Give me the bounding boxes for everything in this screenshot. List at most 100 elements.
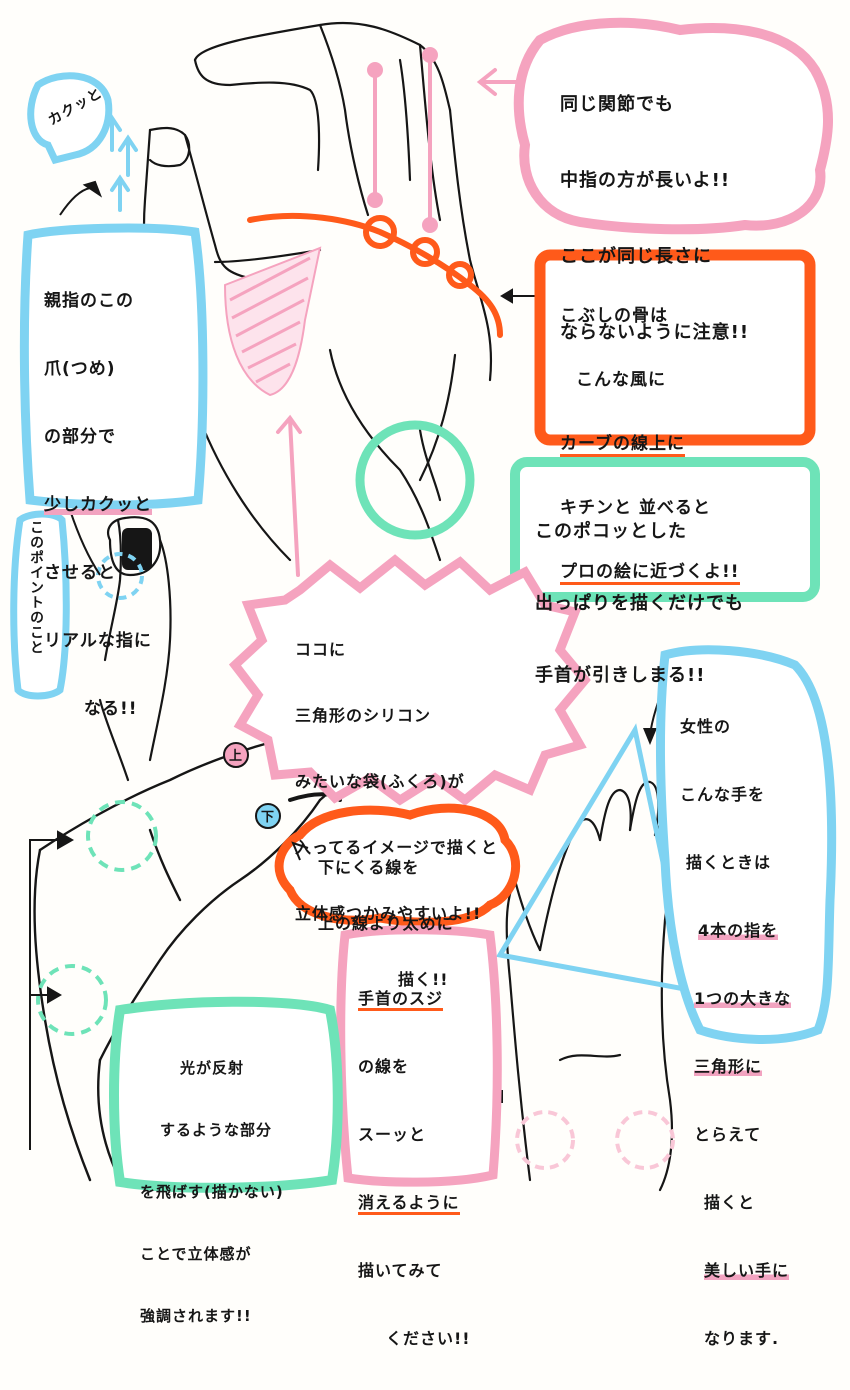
- reflection-box: [109, 996, 343, 1193]
- middle-finger-cloud: [513, 17, 833, 235]
- knuckle-line-2: こんな風に: [576, 370, 666, 390]
- knuckle-line-5: プロの絵に近づくよ!!: [560, 556, 740, 588]
- thumb-nail-line-1: 親指のこの: [44, 291, 134, 311]
- marker-lower-text: 下: [261, 810, 276, 825]
- female-hand-highlight-2: 1つの大きな: [694, 989, 792, 1008]
- kakutto-pointer: [82, 180, 103, 198]
- thumb-nail-highlight: 少しカクッと: [44, 495, 152, 515]
- silicone-arrow: [276, 414, 302, 577]
- middle-finger-note: 同じ関節でも 中指の方が長いよ!! ここが同じ長さに ならないように注意!!: [560, 48, 749, 390]
- knuckle-line-4: キチンと 並べると: [560, 498, 711, 518]
- female-hand-line-1: 女性の: [680, 717, 732, 736]
- thumb-nail-note: 親指のこの 爪(つめ) の部分で 少しカクッと させると リアルな指に なる!!: [44, 250, 152, 760]
- wrist-tendon-highlight-2: 消えるように: [358, 1193, 460, 1215]
- silicone-line-1: ココに: [295, 640, 347, 659]
- female-hand-line-8: 描くと: [704, 1193, 756, 1212]
- kakutto-bubble: [27, 72, 113, 165]
- tendon-circle-left: [515, 1110, 575, 1170]
- marker-lower: [255, 803, 281, 829]
- reflection-line-4: ことで立体感が: [140, 1245, 252, 1263]
- silicone-triangle-hatch: [223, 246, 322, 397]
- reflection-line-2: するような部分: [160, 1121, 273, 1139]
- female-hand-highlight-4: 美しい手に: [704, 1261, 790, 1280]
- knuckle-highlight-1: カーブの線上に: [560, 434, 685, 457]
- female-hand-highlight-1: 4本の指を: [698, 921, 779, 940]
- tendon-circle-right: [615, 1110, 675, 1170]
- female-hand-line-10: なります.: [704, 1329, 780, 1348]
- female-hand-line-3: 描くときは: [686, 853, 772, 872]
- female-hand-highlight-3: 三角形に: [694, 1057, 763, 1076]
- reflection-circle-upper: [86, 800, 158, 872]
- thumb-nail-line-7: なる!!: [84, 699, 138, 719]
- female-hand-line-2: こんな手を: [680, 785, 766, 804]
- wrist-tendon-highlight-1: 手首のスジ: [358, 989, 444, 1011]
- knuckle-line-3: カーブの線上に: [560, 428, 740, 460]
- female-hand-box: [655, 645, 837, 1044]
- reflection-line-3: を飛ばす(描かない): [140, 1183, 284, 1201]
- wrist-tendon-line-4: 消えるように: [358, 1186, 471, 1220]
- reflection-brackets: [29, 830, 75, 1150]
- wrist-bump-circle: [355, 420, 475, 540]
- this-point-box: [10, 510, 70, 700]
- silicone-line-4: 入ってるイメージで描くと: [295, 838, 498, 857]
- thumb-nail-line-3: の部分で: [44, 427, 116, 447]
- marker-upper-text: 上: [229, 749, 244, 764]
- lower-line-line-1: 下にくる線を: [318, 858, 420, 877]
- wrist-tendon-line-5: 描いてみて: [358, 1261, 443, 1280]
- wrist-bump-line-3: 手首が引きしまる!!: [535, 665, 706, 686]
- wrist-tendon-line-6: ください!!: [386, 1329, 471, 1348]
- lower-line-arrow: [291, 841, 309, 861]
- wrist-tendon-line-1: 手首のスジ: [358, 982, 471, 1016]
- middle-finger-line-3: ここが同じ長さに: [560, 246, 712, 267]
- lower-line-cloud: [274, 803, 521, 927]
- wrist-bump-box: [510, 457, 820, 602]
- thumb-nail-line-5: させると: [44, 563, 116, 583]
- middle-finger-line-1: 同じ関節でも: [560, 94, 674, 115]
- silicone-line-5: 立体感つかみやすいよ!!: [295, 904, 482, 923]
- thumb-closeup-drawing: [98, 516, 172, 782]
- silicone-bubble: [228, 554, 591, 806]
- lower-line-line-2: 上の線より太めに: [318, 914, 454, 933]
- knuckle-line-1: こぶしの骨は: [560, 306, 668, 326]
- female-hand-drawing: [505, 780, 678, 1192]
- marker-upper: [223, 742, 249, 768]
- wrist-bump-line-1: このポコッとした: [535, 521, 687, 542]
- wrist-tendon-line-2: の線を: [358, 1057, 410, 1076]
- reflection-line-5: 強調されます!!: [140, 1307, 252, 1325]
- silicone-line-3: みたいな袋(ふくろ)が: [295, 772, 465, 791]
- reflection-note: 光が反射 するような部分 を飛ばす(描かない) ことで立体感が 強調されます!!: [140, 1022, 284, 1363]
- thumb-point-circle: [96, 552, 144, 600]
- silicone-line-2: 三角形のシリコン: [295, 706, 432, 725]
- knuckle-box: [534, 249, 816, 446]
- female-hand-line-7: とらえて: [694, 1125, 762, 1144]
- wrist-tendon-note: 手首のスジ の線を スーッと 消えるように 描いてみて ください!!: [358, 948, 471, 1390]
- silicone-note: ココに 三角形のシリコン みたいな袋(ふくろ)が 入ってるイメージで描くと 立体…: [295, 600, 498, 963]
- upper-hand-drawing: [142, 21, 493, 562]
- wrist-tendon-line-3: スーッと: [358, 1125, 427, 1144]
- female-hand-line-5: 1つの大きな: [680, 982, 792, 1016]
- thumb-nail-line-2: 爪(つめ): [44, 359, 116, 379]
- female-hand-line-4: 4本の指を: [680, 914, 791, 948]
- middle-finger-line-2: 中指の方が長いよ!!: [560, 170, 731, 191]
- thumb-nail-line-4: 少しカクッと: [44, 488, 152, 522]
- reflection-line-1: 光が反射: [180, 1059, 245, 1077]
- lower-line-note: 下にくる線を 上の線より太めに 描く!!: [318, 826, 454, 1022]
- thumb-nail-box: [19, 223, 208, 510]
- reflection-circle-lower: [36, 964, 108, 1036]
- thumb-point-leader: [69, 509, 101, 576]
- knuckle-highlight-2: プロの絵に近づくよ!!: [560, 562, 740, 585]
- female-hand-line-9: 美しい手に: [680, 1254, 791, 1288]
- female-hand-line-6: 三角形に: [680, 1050, 791, 1084]
- knuckle-note: こぶしの骨は こんな風に カーブの線上に キチンと 並べると プロの絵に近づくよ…: [560, 268, 740, 620]
- knuckle-curve: [247, 212, 503, 338]
- middle-finger-line-4: ならないように注意!!: [560, 322, 750, 343]
- thumbnail-fill: [122, 528, 152, 570]
- finger-length-markers: [367, 47, 438, 233]
- this-point-note: このポイントのこと: [28, 520, 44, 655]
- illustration-canvas: [10, 17, 837, 1193]
- wrist-bump-note: このポコッとした 出っぱりを描くだけでも 手首が引きしまる!!: [535, 478, 744, 730]
- kakutto-arrows: [102, 114, 138, 212]
- thumb-nail-line-6: リアルな指に: [44, 631, 152, 651]
- wrist-bump-line-2: 出っぱりを描くだけでも: [535, 593, 744, 614]
- female-hand-note: 女性の こんな手を 描くときは 4本の指を 1つの大きな 三角形に とらえて 描…: [680, 676, 792, 1390]
